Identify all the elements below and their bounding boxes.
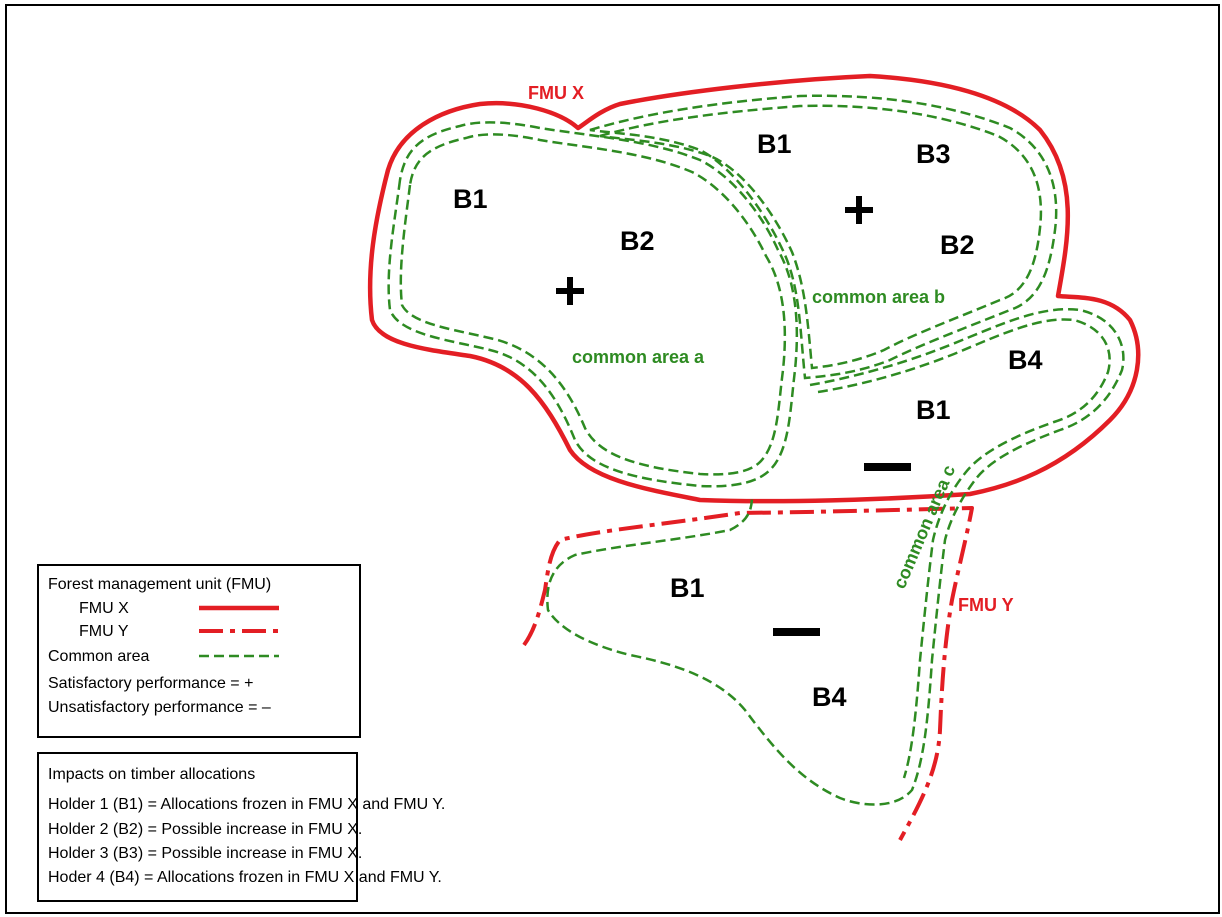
minus-sign	[773, 628, 820, 636]
fmu-x-boundary	[367, 73, 1141, 504]
legend-fmu-x-swatch	[199, 605, 279, 611]
common-area-b-label: common area b	[812, 287, 945, 307]
legend-title: Forest management unit (FMU)	[48, 576, 272, 593]
holder-label-b4: B4	[1008, 345, 1043, 375]
legend-common-area-label: Common area	[48, 648, 150, 665]
fmu-x-label: FMU X	[528, 83, 584, 103]
legend-box: Forest management unit (FMU) FMU X FMU Y…	[37, 564, 361, 738]
holder-label-b2: B2	[940, 230, 975, 260]
plus-sign	[845, 196, 873, 224]
impacts-line: Hoder 4 (B4) = Allocations frozen in FMU…	[48, 869, 442, 886]
holder-label-b3: B3	[916, 139, 951, 169]
legend-fmu-y-label: FMU Y	[79, 623, 129, 640]
minus-sign	[864, 463, 911, 471]
holder-label-b1: B1	[670, 573, 705, 603]
holder-label-b2: B2	[620, 226, 655, 256]
common-area-b-outline	[589, 94, 1058, 380]
impacts-box: Impacts on timber allocations Holder 1 (…	[37, 752, 445, 902]
legend-fmu-x-label: FMU X	[79, 600, 129, 617]
legend-common-area-swatch	[199, 654, 279, 658]
holder-label-b1: B1	[916, 395, 951, 425]
holder-label-b1: B1	[757, 129, 792, 159]
holder-label-b4: B4	[812, 682, 847, 712]
impacts-line: Holder 3 (B3) = Possible increase in FMU…	[48, 845, 363, 862]
legend-satisfactory: Satisfactory performance = +	[48, 675, 254, 692]
legend-unsatisfactory: Unsatisfactory performance = –	[48, 699, 271, 716]
common-area-a-label: common area a	[572, 347, 705, 367]
legend-fmu-y-swatch	[199, 629, 279, 633]
fmu-y-label: FMU Y	[958, 595, 1014, 615]
impacts-line: Holder 2 (B2) = Possible increase in FMU…	[48, 821, 363, 838]
holder-label-b1: B1	[453, 184, 488, 214]
impacts-title: Impacts on timber allocations	[48, 766, 256, 783]
impacts-line: Holder 1 (B1) = Allocations frozen in FM…	[48, 796, 446, 813]
fmu-y-boundary	[522, 506, 974, 841]
common-area-a-outline	[387, 121, 799, 488]
plus-sign	[556, 277, 584, 305]
common-area-c-outline	[546, 308, 1125, 806]
